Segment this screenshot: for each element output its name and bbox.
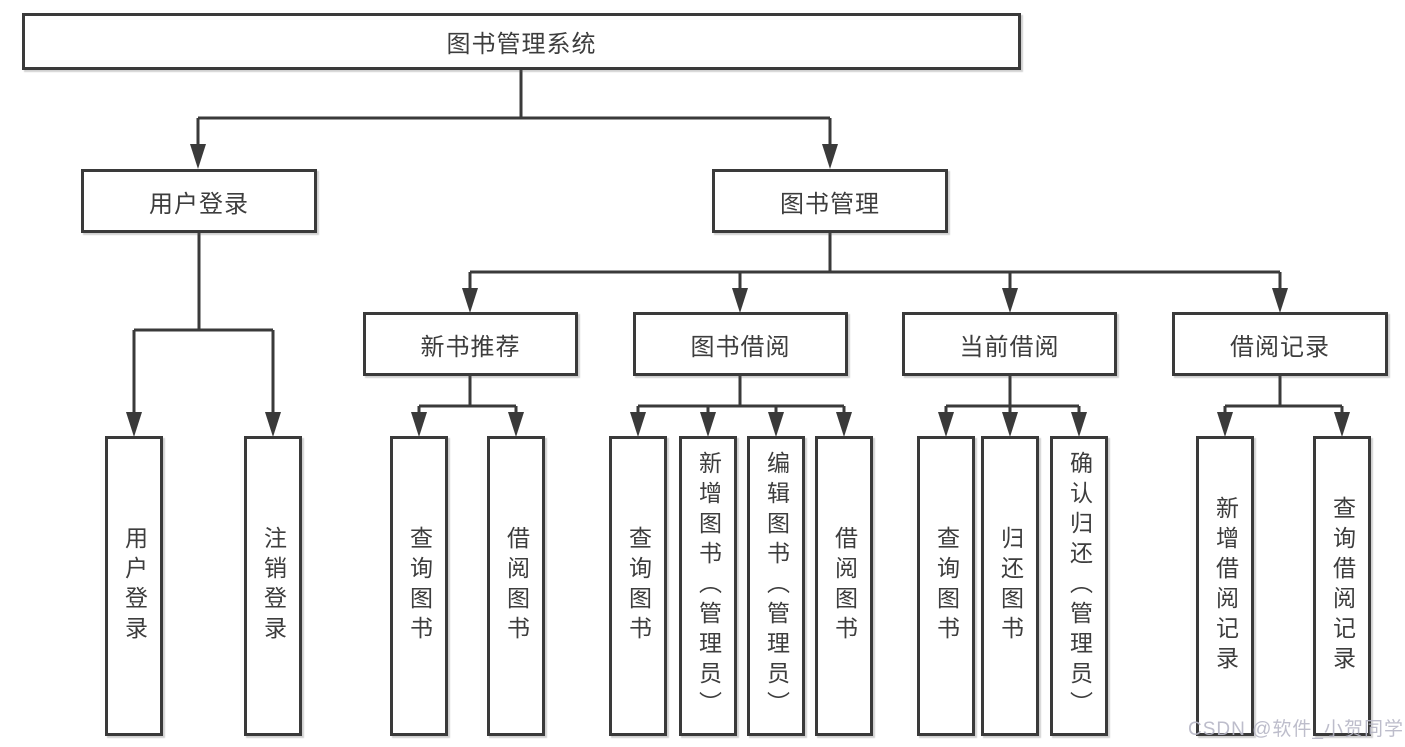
leaf-query-books-borrowing: 查询图书 bbox=[609, 436, 667, 736]
arrowhead bbox=[265, 412, 281, 437]
leaf-borrow-books-borrowing: 借阅图书 bbox=[815, 436, 873, 736]
leaf-query-books-recommend: 查询图书 bbox=[390, 436, 448, 736]
leaf-return-books: 归还图书 bbox=[981, 436, 1039, 736]
connector-borrowing-records-to-leaves bbox=[1223, 376, 1344, 414]
connector-book-borrowing-to-leaves bbox=[636, 376, 846, 414]
arrowhead bbox=[1272, 288, 1288, 313]
node-book-borrowing: 图书借阅 bbox=[633, 312, 848, 376]
leaf-edit-books-admin: 编辑图书（管理员） bbox=[747, 436, 805, 736]
node-current-borrowing: 当前借阅 bbox=[902, 312, 1117, 376]
leaf-logout: 注销登录 bbox=[244, 436, 302, 736]
connector-user-login-to-leaves bbox=[132, 233, 275, 414]
arrowhead bbox=[1217, 412, 1233, 437]
arrowhead bbox=[190, 144, 206, 169]
leaf-add-borrow-record: 新增借阅记录 bbox=[1196, 436, 1254, 736]
csdn-watermark: CSDN @软件_小贺同学 bbox=[1188, 719, 1404, 740]
arrowhead bbox=[462, 288, 478, 313]
arrowhead bbox=[411, 412, 427, 437]
arrowhead bbox=[630, 412, 646, 437]
node-user-login: 用户登录 bbox=[81, 169, 317, 233]
arrowhead bbox=[1334, 412, 1350, 437]
node-book-management: 图书管理 bbox=[712, 169, 948, 233]
node-library-management-system: 图书管理系统 bbox=[22, 13, 1021, 70]
leaf-borrow-books-recommend: 借阅图书 bbox=[487, 436, 545, 736]
node-borrowing-records: 借阅记录 bbox=[1172, 312, 1388, 376]
arrowhead bbox=[1002, 412, 1018, 437]
arrowhead bbox=[732, 288, 748, 313]
arrowhead bbox=[1071, 412, 1087, 437]
arrowhead bbox=[836, 412, 852, 437]
arrowhead bbox=[938, 412, 954, 437]
connector-book-management-to-level3 bbox=[468, 233, 1282, 290]
leaf-query-books-current: 查询图书 bbox=[917, 436, 975, 736]
node-new-book-recommendation: 新书推荐 bbox=[363, 312, 578, 376]
arrowhead bbox=[700, 412, 716, 437]
arrowhead bbox=[822, 144, 838, 169]
arrowhead bbox=[126, 412, 142, 437]
leaf-user-login: 用户登录 bbox=[105, 436, 163, 736]
leaf-query-borrow-record: 查询借阅记录 bbox=[1313, 436, 1371, 736]
leaf-add-books-admin: 新增图书（管理员） bbox=[679, 436, 737, 736]
connector-new-book-recommendation-to-leaves bbox=[417, 376, 518, 414]
arrowhead bbox=[508, 412, 524, 437]
connector-current-borrowing-to-leaves bbox=[944, 376, 1081, 414]
arrowhead bbox=[1002, 288, 1018, 313]
arrowhead bbox=[768, 412, 784, 437]
leaf-confirm-return-admin: 确认归还（管理员） bbox=[1050, 436, 1108, 736]
connector-root-to-level2 bbox=[196, 70, 832, 146]
